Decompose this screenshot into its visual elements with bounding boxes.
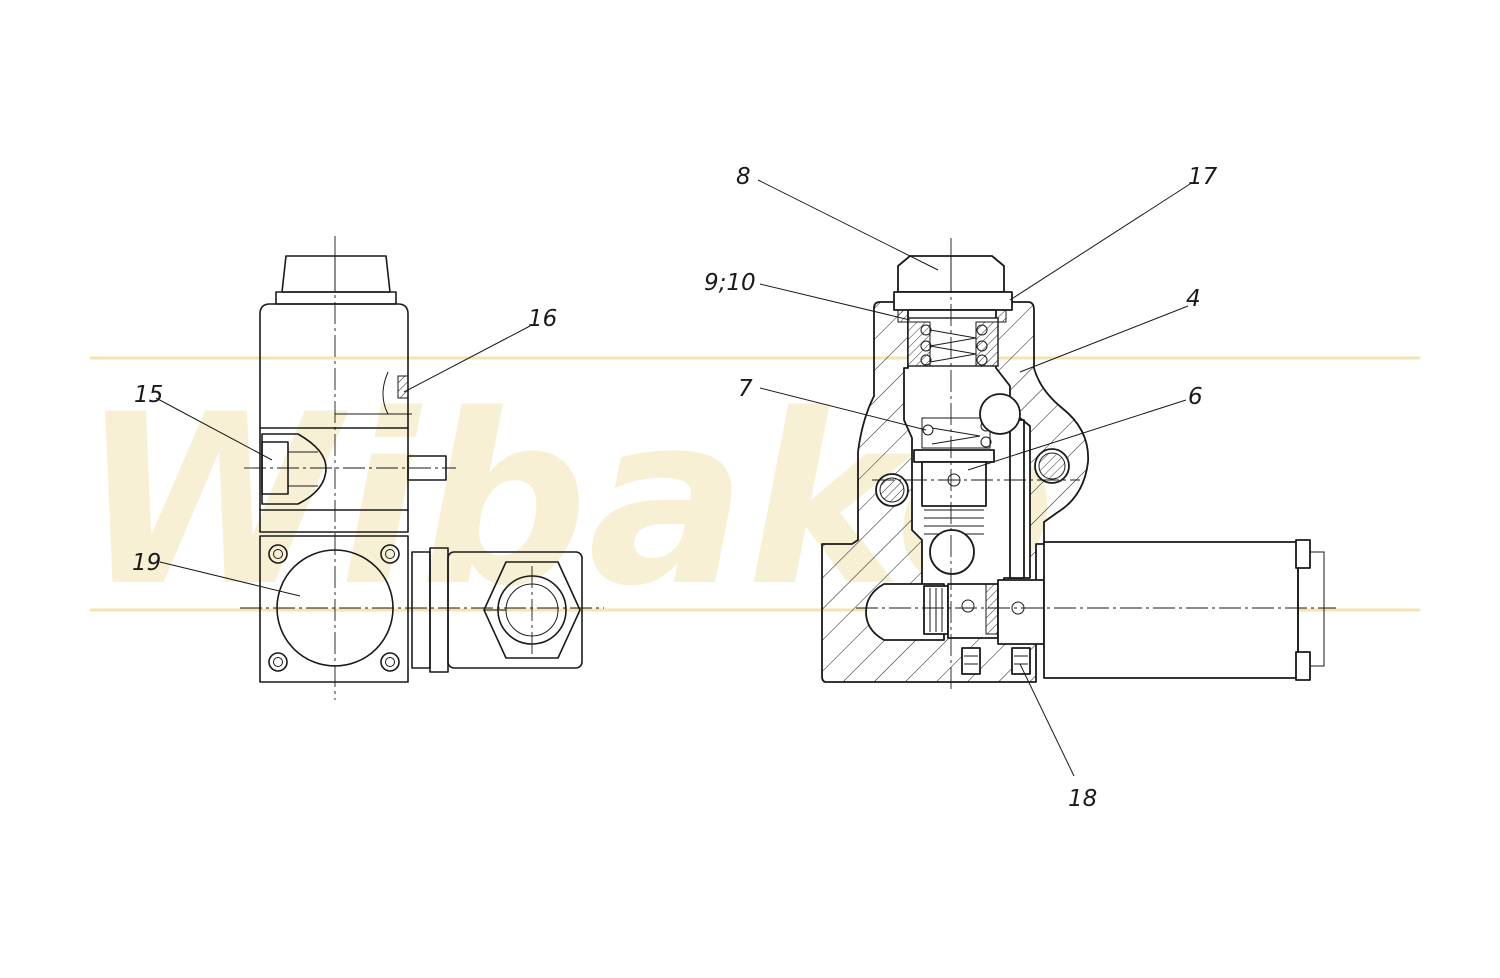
side-passage (1009, 419, 1025, 579)
valve-plate (913, 449, 995, 463)
cap-seal-17 (893, 291, 1013, 311)
lower-coupling (997, 579, 1045, 645)
fitting-18-right (1011, 647, 1031, 675)
valve-piston-6 (921, 461, 987, 507)
spring-coils-top (920, 324, 988, 366)
cylinder-rod-gauge (1310, 551, 1325, 667)
lower-sleeve-rings (929, 588, 943, 632)
label-19: 19 (132, 550, 161, 576)
seal-16 (397, 375, 409, 399)
flange-19 (259, 535, 409, 683)
fitting-18-left (961, 647, 981, 675)
coupling-housing (447, 551, 583, 669)
cylinder-end-top (1295, 539, 1311, 569)
cap-washer (275, 291, 397, 305)
leader-15 (155, 397, 273, 461)
upper-body (259, 303, 409, 533)
spring-10 (929, 329, 977, 363)
label-17: 17 (1188, 164, 1218, 190)
port-upper (979, 393, 1021, 435)
label-15: 15 (134, 382, 163, 408)
leader-4 (1019, 305, 1189, 373)
cylinder-tube (1043, 541, 1299, 679)
flange-bolts (268, 544, 400, 672)
label-18: 18 (1068, 786, 1097, 812)
part-labels: 15 16 19 8 17 9;10 4 7 6 18 (132, 164, 1218, 812)
leader-19 (159, 561, 301, 597)
leader-lines (155, 179, 1191, 777)
leader-7 (759, 387, 927, 431)
port-middle (929, 529, 975, 575)
label-8: 8 (736, 164, 751, 190)
label-4: 4 (1186, 286, 1201, 312)
section-view (821, 238, 1336, 690)
leader-6 (967, 399, 1187, 471)
leader-17 (1009, 183, 1191, 301)
leader-16 (403, 325, 531, 393)
cylinder-end-bottom (1295, 651, 1311, 681)
spring-seat-7 (921, 417, 991, 449)
bushing-9-left (907, 321, 931, 367)
label-16: 16 (528, 306, 557, 332)
side-view (240, 236, 604, 700)
label-7: 7 (738, 376, 753, 402)
cap-hex-nut (281, 255, 391, 293)
leader-18 (1019, 663, 1075, 777)
label-9-10: 9;10 (704, 270, 756, 296)
label-6: 6 (1188, 384, 1203, 410)
leader-8 (757, 179, 939, 271)
leader-9-10 (759, 283, 911, 321)
